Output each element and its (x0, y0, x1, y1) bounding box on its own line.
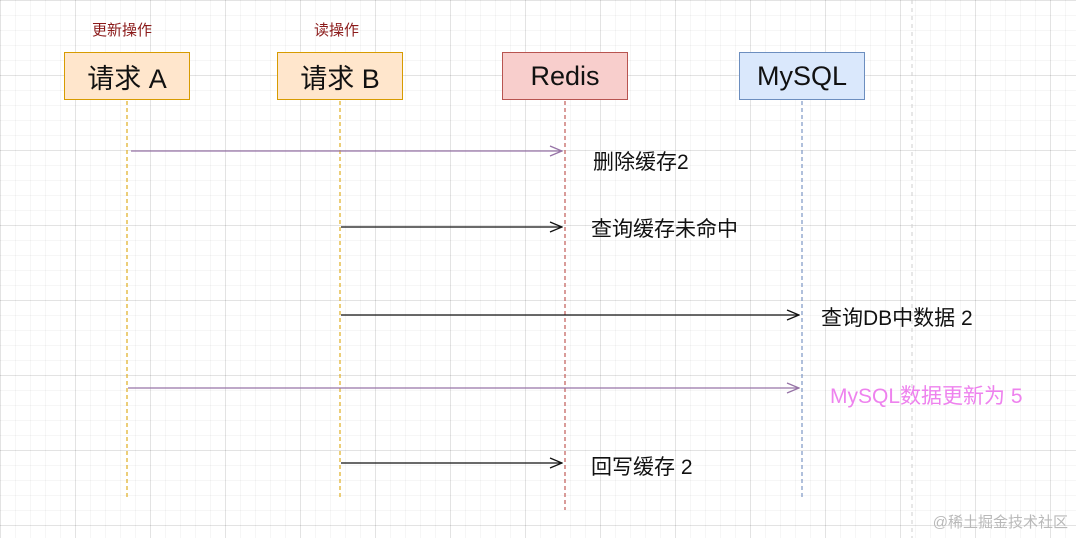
participant-request-a: 请求 A (64, 52, 190, 100)
label-write-back-cache: 回写缓存 2 (591, 456, 693, 479)
label-query-cache-miss: 查询缓存未命中 (591, 218, 738, 241)
note-update-operation: 更新操作 (92, 22, 153, 39)
label-mysql-update: MySQL数据更新为 5 (830, 385, 1023, 408)
label-delete-cache: 删除缓存2 (593, 151, 689, 174)
note-read-operation: 读操作 (314, 22, 360, 39)
participant-request-b: 请求 B (277, 52, 403, 100)
watermark: @稀土掘金技术社区 (932, 514, 1068, 531)
participant-redis: Redis (502, 52, 628, 100)
participant-mysql: MySQL (739, 52, 865, 100)
label-query-db: 查询DB中数据 2 (821, 307, 973, 330)
